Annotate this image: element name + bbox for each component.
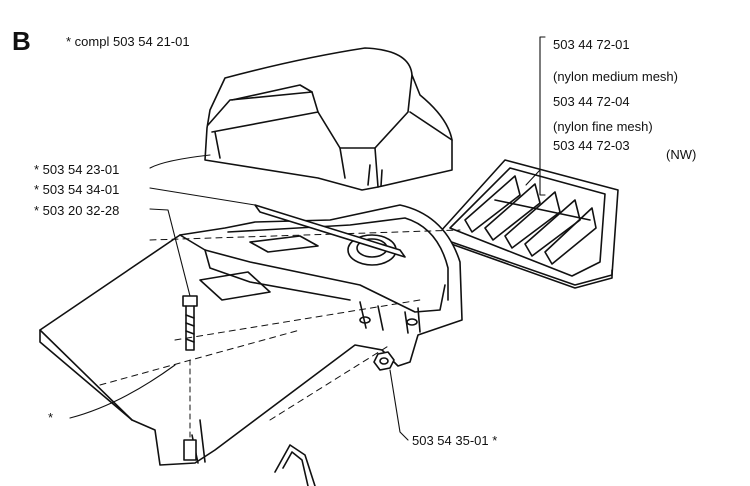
label-housing: * (48, 410, 54, 425)
screw-drawing (182, 295, 198, 461)
filter-note-2: (nylon fine mesh) (553, 119, 653, 134)
leader-filter (525, 169, 541, 186)
seal-strip-drawing (254, 204, 406, 258)
label-nut: 503 54 35-01 * (412, 433, 498, 448)
filter-part-1: 503 44 72-01 (553, 37, 630, 52)
leader-seal-strip (149, 187, 256, 206)
filter-part-3: 503 44 72-03 (553, 138, 630, 153)
air-filter-drawing (439, 159, 619, 289)
gasket-drawing (274, 444, 316, 486)
section-letter: B (12, 26, 31, 56)
filter-part-2: 503 44 72-04 (553, 94, 630, 109)
label-screw: * 503 20 32-28 (34, 203, 120, 218)
leader-cover-top (149, 154, 211, 169)
leader-housing (69, 364, 176, 419)
filter-note-1: (nylon medium mesh) (553, 69, 678, 84)
top-cover-drawing (204, 47, 453, 191)
label-seal-strip: * 503 54 34-01 (34, 182, 120, 197)
assembly-note: * compl 503 54 21-01 (66, 34, 190, 49)
leader-nut (389, 369, 409, 441)
nut-drawing (373, 351, 395, 371)
leader-lines (69, 36, 546, 441)
leader-screw (149, 208, 191, 297)
filter-note-3: (NW) (666, 147, 697, 162)
label-cover-top: * 503 54 23-01 (34, 162, 120, 177)
filter-bracket (539, 36, 546, 196)
